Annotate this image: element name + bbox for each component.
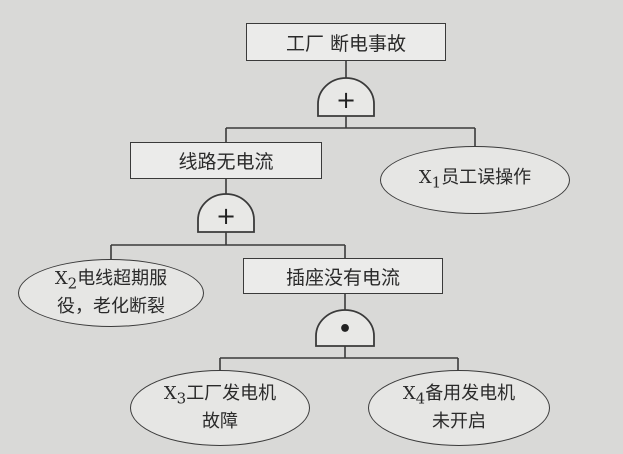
x1-subscript: 1: [431, 173, 442, 192]
basic-event-x4-line-1: X4备用发电机: [403, 382, 515, 411]
and-gate-symbol: •: [338, 317, 352, 342]
intermediate-event-2-box: 插座没有电流: [243, 258, 443, 294]
top-event-box: 工厂 断电事故: [246, 23, 446, 61]
x4-variable: X: [402, 382, 416, 404]
x3-variable: X: [163, 382, 177, 404]
x4-subscript: 4: [415, 389, 426, 408]
or-gate-1: +: [317, 77, 375, 117]
x4-description-2: 未开启: [432, 411, 486, 433]
x2-subscript: 2: [67, 274, 78, 293]
basic-event-x3: X3工厂发电机 故障: [130, 370, 310, 446]
and-gate: •: [315, 309, 375, 347]
or-gate-1-symbol: +: [336, 86, 356, 114]
x3-description-2: 故障: [202, 411, 238, 433]
x3-description-1: 工厂发电机: [186, 382, 277, 404]
basic-event-x1: X1员工误操作: [380, 146, 570, 214]
basic-event-x4: X4备用发电机 未开启: [368, 370, 550, 446]
intermediate-event-1-label: 线路无电流: [178, 151, 274, 173]
x3-subscript: 3: [176, 389, 187, 408]
x1-description: 员工误操作: [441, 166, 532, 188]
x2-description-1: 电线超期服: [77, 267, 168, 289]
basic-event-x2-line-1: X2电线超期服: [55, 267, 167, 296]
x1-variable: X: [418, 166, 432, 188]
x4-description-1: 备用发电机: [425, 382, 516, 404]
intermediate-event-2-label: 插座没有电流: [285, 266, 400, 289]
top-event-label: 工厂 断电事故: [285, 32, 407, 55]
or-gate-2-symbol: +: [216, 202, 236, 230]
or-gate-2: +: [197, 193, 255, 233]
basic-event-x2: X2电线超期服 役，老化断裂: [18, 259, 204, 327]
intermediate-event-1-box: 线路无电流: [130, 142, 322, 179]
x2-variable: X: [54, 267, 68, 289]
basic-event-x3-line-1: X3工厂发电机: [164, 382, 276, 411]
x2-description-2: 役，老化断裂: [57, 296, 165, 318]
basic-event-x1-text: X1员工误操作: [419, 166, 531, 195]
